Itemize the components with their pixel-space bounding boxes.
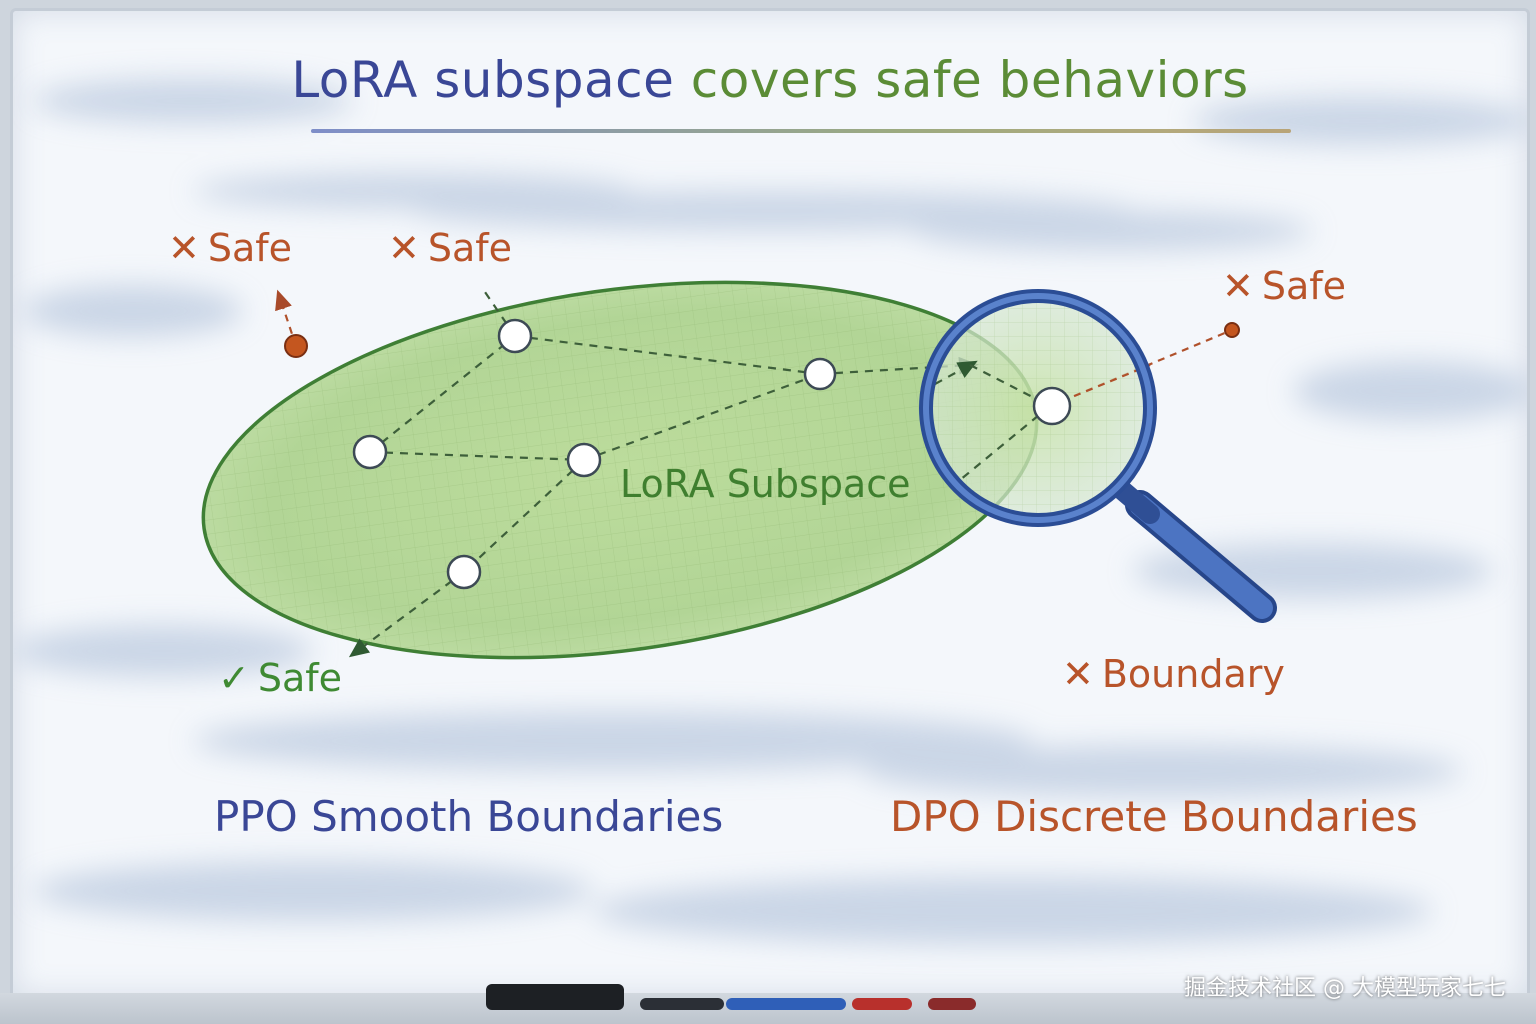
subspace-label: LoRA Subspace — [620, 462, 911, 506]
path-segment — [369, 335, 516, 453]
label-text: Safe — [1261, 264, 1347, 308]
title-part-2: covers safe behaviors — [690, 51, 1249, 109]
background-texture — [13, 79, 1527, 945]
node — [352, 434, 388, 470]
title-part-1: LoRA subspace — [291, 51, 675, 109]
title-underline — [311, 129, 1291, 133]
node — [497, 318, 533, 354]
label-not-safe-3: ✕Safe — [1222, 264, 1346, 308]
marker-black — [640, 998, 724, 1010]
node — [446, 554, 482, 590]
unsafe-point-left — [284, 334, 308, 358]
label-safe: ✓Safe — [218, 656, 342, 700]
path-segment — [514, 334, 821, 376]
unsafe-point-right — [1224, 322, 1240, 338]
path-segment — [583, 372, 821, 462]
label-text: Safe — [257, 656, 343, 700]
path-segment — [348, 571, 465, 658]
x-mark-icon: ✕ — [1222, 264, 1254, 308]
eraser — [486, 984, 624, 1010]
marker-red — [852, 998, 912, 1010]
node — [803, 357, 837, 391]
label-text: Safe — [207, 226, 293, 270]
x-mark-icon: ✕ — [1062, 652, 1094, 696]
label-text: Boundary — [1101, 652, 1285, 696]
label-text: Safe — [427, 226, 513, 270]
magnifying-glass-icon — [919, 289, 1277, 623]
label-not-safe-1: ✕Safe — [168, 226, 292, 270]
x-mark-icon: ✕ — [388, 226, 420, 270]
escape-path-left — [275, 289, 298, 347]
diagram-title: LoRA subspace covers safe behaviors — [13, 51, 1527, 109]
label-not-safe-2: ✕Safe — [388, 226, 512, 270]
ppo-caption: PPO Smooth Boundaries — [214, 792, 724, 841]
watermark: 掘金技术社区 @ 大模型玩家七七 — [1184, 976, 1506, 1001]
label-boundary: ✕Boundary — [1062, 652, 1285, 696]
node — [566, 442, 602, 478]
x-mark-icon: ✕ — [168, 226, 200, 270]
marker-dark-red — [928, 998, 976, 1010]
check-mark-icon: ✓ — [218, 656, 250, 700]
path-segment — [369, 450, 585, 462]
dpo-caption: DPO Discrete Boundaries — [890, 792, 1418, 841]
path-segment — [463, 459, 585, 573]
marker-blue — [726, 998, 846, 1010]
